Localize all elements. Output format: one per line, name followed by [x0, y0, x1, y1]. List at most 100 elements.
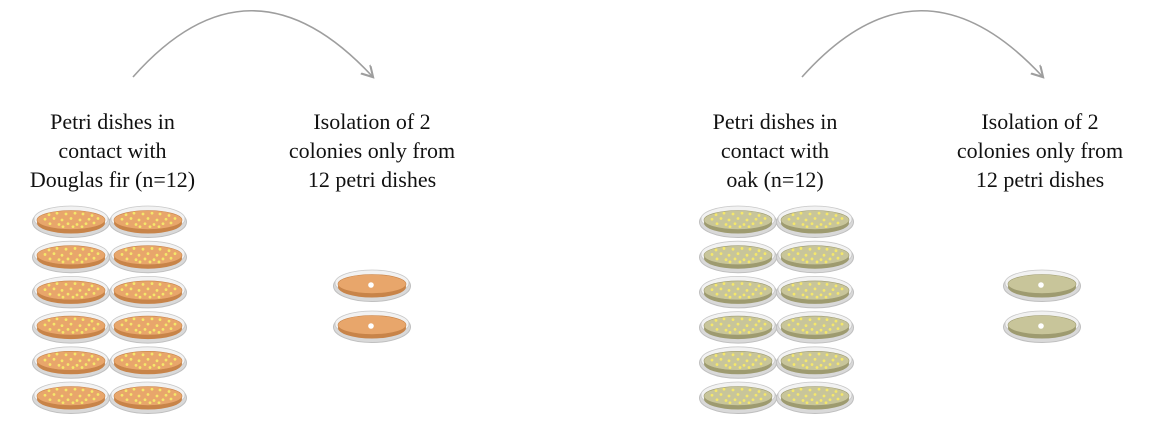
colony-dot: [747, 401, 751, 405]
colony-dot: [808, 318, 812, 321]
colony-dot: [836, 362, 840, 366]
colony-dot: [824, 260, 828, 264]
colony-dot: [169, 256, 173, 260]
colony-dot: [43, 358, 47, 362]
colony-dot: [124, 389, 128, 393]
colony-dot: [714, 389, 718, 393]
colony-dot: [731, 212, 735, 216]
colony-dot: [791, 318, 795, 322]
colony-dot: [64, 247, 68, 251]
colony-dot: [747, 260, 751, 264]
colony-dot: [822, 324, 826, 327]
label-dishes-douglas-fir: Petri dishes in contact with Douglas fir…: [0, 107, 225, 194]
colony-dot: [792, 292, 796, 296]
colony-dot: [825, 353, 829, 357]
colony-dot: [799, 282, 803, 286]
colony-dot: [47, 248, 51, 252]
colony-dot: [60, 394, 64, 398]
colony-dot: [125, 327, 129, 331]
colony-dot: [60, 324, 64, 327]
colony-dot: [728, 401, 732, 405]
colony-dot: [710, 253, 714, 256]
colony-dot: [742, 399, 746, 402]
colony-dot: [138, 225, 142, 229]
colony-dot: [52, 217, 56, 220]
colony-dot: [736, 357, 740, 361]
colony-dot: [736, 322, 740, 326]
colony-dot: [125, 398, 129, 402]
colony-dot: [57, 223, 61, 226]
colony-dot: [152, 399, 156, 402]
colony-dot: [745, 359, 749, 363]
colony-dot: [87, 323, 91, 327]
colony-dot: [141, 318, 145, 321]
colony-dot: [60, 253, 64, 257]
petri-dish: [776, 381, 854, 414]
colony-dot: [55, 211, 59, 215]
colony-dot: [801, 328, 805, 332]
colony-dot: [84, 222, 88, 226]
colony-dot: [137, 253, 141, 257]
colony-dot: [710, 288, 714, 292]
colony-dot: [804, 289, 808, 292]
colony-dot: [148, 225, 152, 229]
colony-dot: [738, 225, 742, 229]
colony-dot: [368, 323, 374, 329]
colony-dot: [71, 225, 75, 229]
colony-dot: [169, 362, 173, 366]
colony-dot: [84, 398, 88, 402]
colony-dot: [64, 318, 68, 321]
colony-dot: [754, 358, 758, 362]
colony-dot: [728, 295, 732, 299]
colony-dot: [52, 322, 56, 326]
colony-dot: [57, 293, 61, 297]
colony-dot: [57, 328, 61, 332]
colony-dot: [791, 213, 795, 217]
colony-dot: [796, 217, 800, 220]
colony-dot: [719, 217, 723, 220]
label-line: Isolation of 2: [313, 109, 431, 134]
colony-dot: [129, 217, 133, 220]
colony-dot: [817, 282, 821, 286]
colony-dot: [733, 222, 737, 226]
colony-dot: [722, 282, 726, 286]
colony-dot: [740, 282, 744, 286]
colony-dot: [808, 388, 812, 392]
colony-dot: [719, 357, 723, 361]
colony-dot: [80, 225, 84, 229]
colony-dot: [824, 225, 828, 229]
colony-dot: [52, 252, 56, 256]
colony-dot: [368, 282, 374, 288]
colony-dot: [157, 225, 161, 229]
petri-dish: [699, 240, 777, 274]
colony-dot: [81, 318, 85, 321]
colony-dot: [831, 288, 835, 292]
colony-dot: [819, 328, 823, 332]
colony-dot: [805, 366, 809, 369]
colony-dot: [825, 388, 829, 392]
colony-dot: [150, 247, 154, 250]
colony-dot: [141, 212, 145, 216]
colony-dot: [47, 389, 51, 393]
colony-dot: [129, 322, 133, 326]
colony-dot: [52, 287, 56, 291]
colony-dot: [129, 393, 133, 396]
colony-dot: [120, 358, 124, 362]
colony-dot: [138, 401, 142, 405]
colony-dot: [757, 214, 761, 217]
colony-dot: [120, 323, 124, 327]
colony-dot: [92, 221, 96, 225]
colony-dot: [836, 256, 840, 260]
colony-dot: [164, 288, 168, 292]
colony-dot: [736, 393, 740, 396]
label-line: oak (n=12): [726, 167, 824, 192]
colony-dot: [738, 366, 742, 369]
colony-dot: [817, 247, 821, 250]
colony-dot: [831, 253, 835, 256]
colony-dot: [124, 354, 128, 357]
colony-dot: [141, 283, 145, 286]
colony-dot: [813, 322, 817, 326]
colony-dot: [164, 323, 168, 327]
colony-dot: [754, 288, 758, 292]
